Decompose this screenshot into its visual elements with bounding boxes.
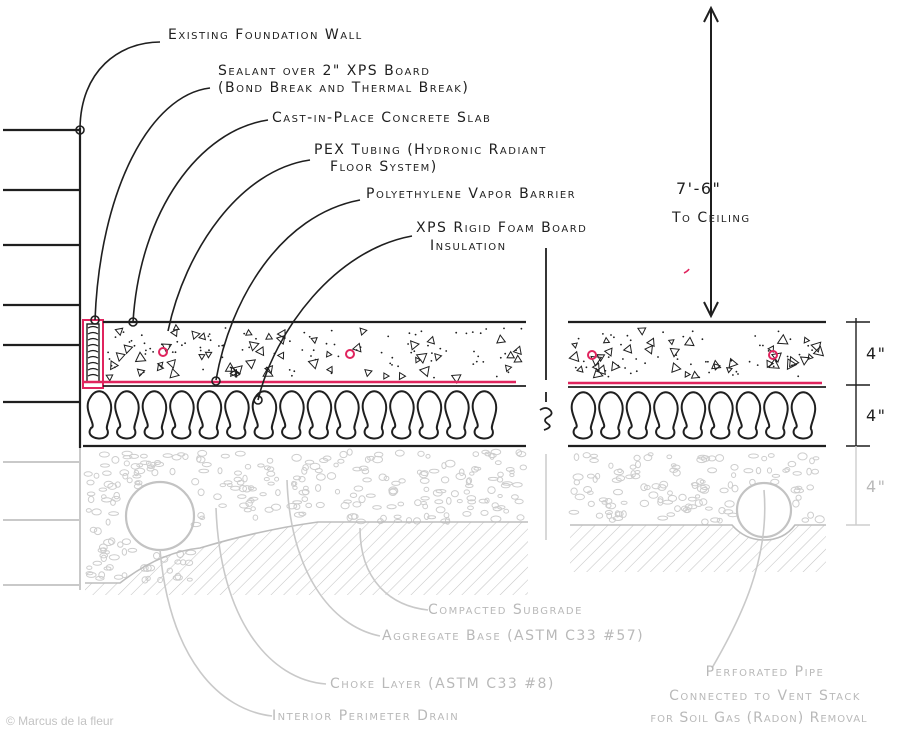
label-pipe-line3: for Soil Gas (Radon) Removal bbox=[650, 710, 868, 726]
pex-tube bbox=[345, 349, 355, 359]
label-sealant-line2: (Bond Break and Thermal Break) bbox=[218, 80, 470, 96]
perimeter-xps-strip bbox=[82, 319, 104, 389]
label-aggregate-thickness: 4" bbox=[866, 477, 887, 496]
perforated-pipe bbox=[735, 481, 793, 539]
leader-lines-below-grade bbox=[159, 479, 766, 717]
label-vapor-barrier: Polyethylene Vapor Barrier bbox=[366, 186, 577, 202]
label-pipe-line2: Connected to Vent Stack bbox=[669, 688, 861, 704]
thickness-dimension-below-grade bbox=[846, 446, 870, 526]
perimeter-drain-pipe bbox=[124, 480, 196, 552]
label-insulation-thickness: 4" bbox=[866, 406, 887, 425]
pex-tube bbox=[587, 350, 597, 360]
xps-insulation-right bbox=[568, 391, 826, 448]
label-slab: Cast-in-Place Concrete Slab bbox=[272, 110, 492, 126]
label-choke-layer: Choke Layer (ASTM C33 #8) bbox=[330, 676, 555, 692]
label-ceiling-dim: 7'-6" bbox=[676, 179, 722, 198]
label-sealant-line1: Sealant over 2" XPS Board bbox=[218, 63, 431, 79]
concrete-slab-left bbox=[103, 320, 526, 384]
compacted-subgrade bbox=[85, 521, 826, 595]
pex-tube bbox=[158, 347, 168, 357]
ceiling-dimension bbox=[703, 5, 719, 319]
foundation-wall-below-grade bbox=[3, 448, 81, 590]
leader-lines bbox=[75, 41, 413, 405]
label-aggregate-base: Aggregate Base (ASTM C33 #57) bbox=[382, 628, 645, 644]
label-slab-thickness: 4" bbox=[866, 344, 887, 363]
credit: © Marcus de la fleur bbox=[6, 714, 114, 728]
label-xps-line1: XPS Rigid Foam Board bbox=[416, 220, 588, 236]
aggregate-base bbox=[83, 448, 825, 584]
label-pipe-line1: Perforated Pipe bbox=[705, 664, 825, 680]
pex-tube-markers bbox=[158, 347, 778, 360]
foundation-wall bbox=[3, 128, 82, 448]
label-foundation-wall: Existing Foundation Wall bbox=[168, 27, 363, 43]
label-ceiling-text: To Ceiling bbox=[672, 210, 751, 226]
concrete-slab-right bbox=[568, 320, 826, 379]
thickness-dimension bbox=[846, 318, 870, 447]
label-xps-line2: Insulation bbox=[430, 238, 507, 254]
break-line bbox=[539, 248, 553, 431]
label-subgrade: Compacted Subgrade bbox=[428, 602, 583, 618]
label-perimeter-drain: Interior Perimeter Drain bbox=[272, 708, 460, 724]
label-pex-line1: PEX Tubing (Hydronic Radiant bbox=[314, 142, 547, 158]
label-pex-line2: Floor System) bbox=[330, 159, 438, 175]
pex-tube bbox=[768, 350, 778, 360]
xps-insulation-left bbox=[83, 390, 526, 448]
